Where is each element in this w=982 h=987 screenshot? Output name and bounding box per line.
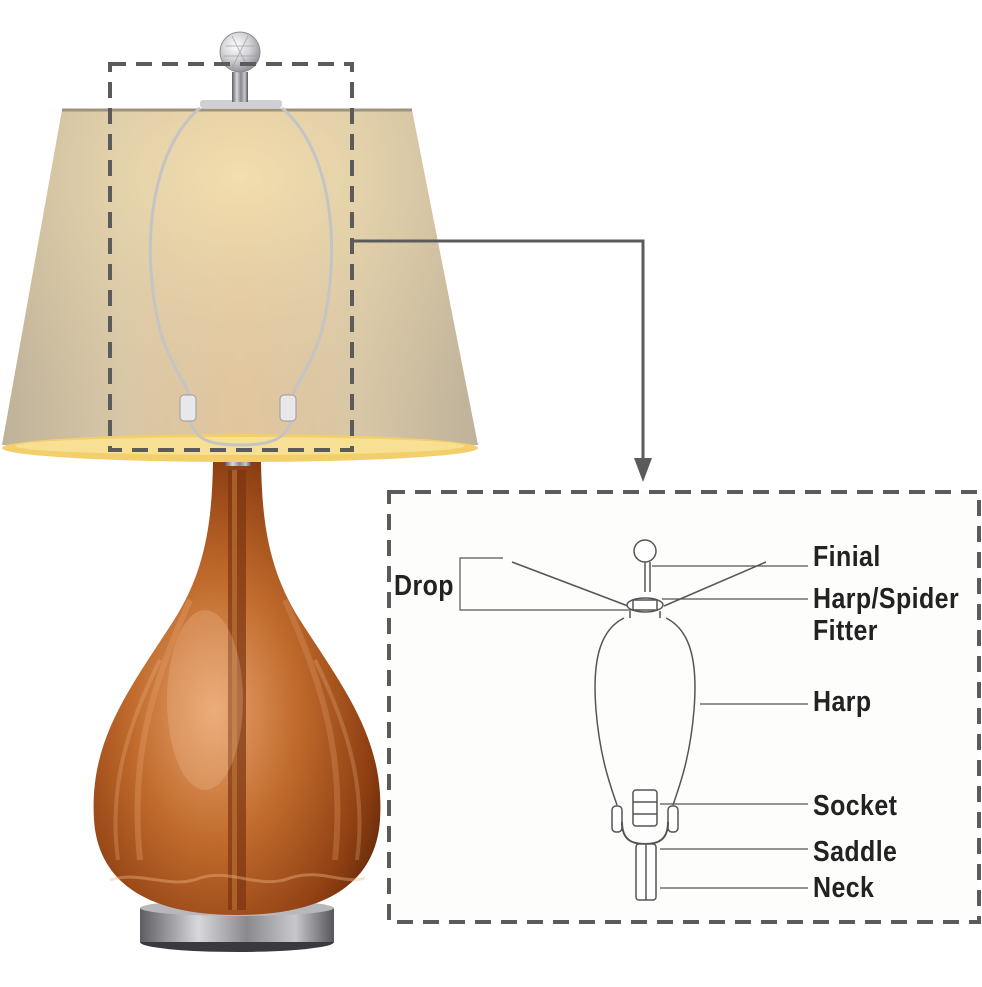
label-drop: Drop: [394, 570, 454, 602]
lamp-harp-wire: [148, 100, 334, 447]
harp-line-drawing: [511, 539, 767, 901]
label-neck: Neck: [813, 872, 875, 904]
label-finial: Finial: [813, 541, 881, 573]
label-saddle: Saddle: [813, 836, 898, 868]
lamp-finial: [219, 31, 261, 102]
label-socket: Socket: [813, 790, 898, 822]
lamp-glass-body: [93, 462, 381, 915]
label-leader-lines: [459, 557, 808, 889]
callout-box: [387, 490, 981, 924]
callout-arrow: [352, 239, 652, 482]
label-harp-spider: Harp/Spider: [813, 583, 960, 615]
lamp-shade: [2, 108, 478, 462]
label-fitter: Fitter: [813, 615, 878, 647]
finial-ball-icon: [633, 539, 657, 563]
label-harp: Harp: [813, 686, 872, 718]
table-lamp-illustration: [2, 31, 478, 952]
